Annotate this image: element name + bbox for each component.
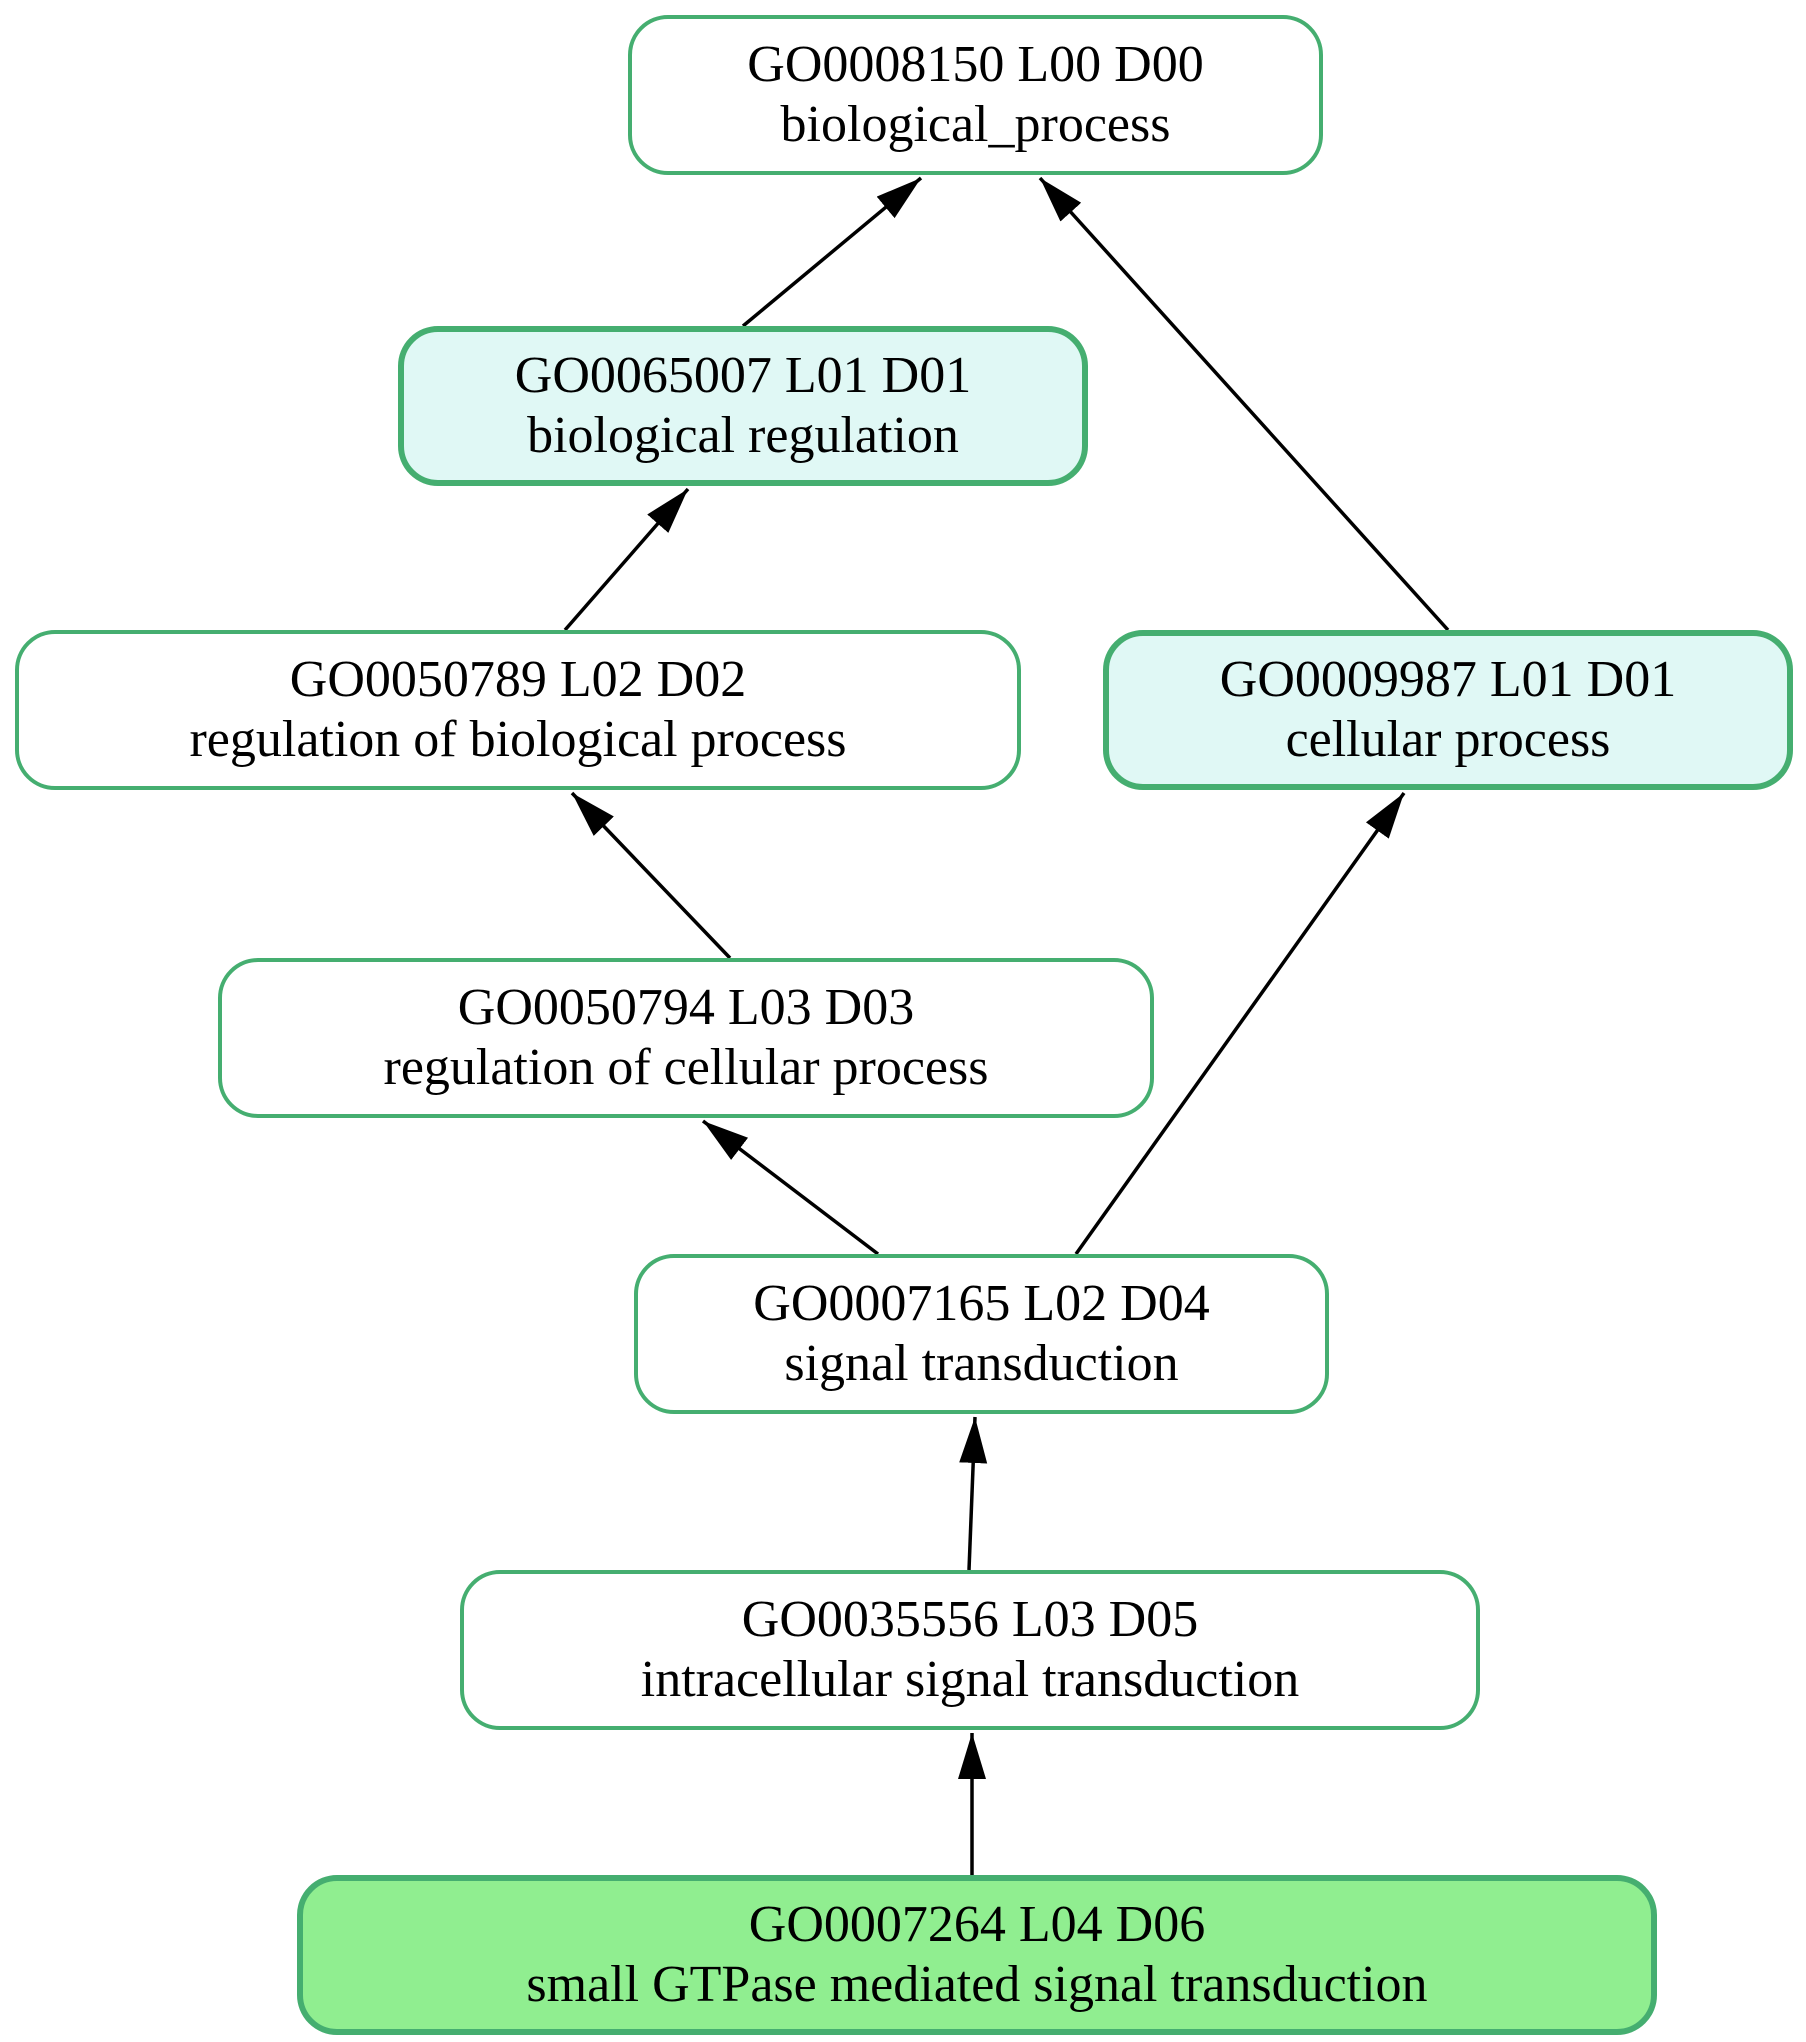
node-code-label: GO0008150 L00 D00: [747, 35, 1204, 93]
edge-GO0035556-to-GO0007165: [959, 1416, 988, 1571]
node-term-label: biological_process: [780, 96, 1171, 153]
edge-GO0007165-to-GO0050794: [701, 1119, 880, 1256]
node-term-label: regulation of cellular process: [383, 1039, 989, 1096]
edge-GO0009987-to-GO0008150: [1038, 176, 1450, 632]
edge-GO0050789-to-GO0065007: [563, 487, 690, 632]
node-code-label: GO0007165 L02 D04: [753, 1274, 1210, 1332]
node-code-label: GO0007264 L04 D06: [748, 1895, 1206, 1953]
edge-GO0050794-to-GO0050789: [570, 791, 732, 960]
node-term-label: cellular process: [1285, 711, 1611, 768]
node-term-label: intracellular signal transduction: [640, 1651, 1300, 1708]
node-code-label: GO0009987 L01 D01: [1219, 650, 1677, 708]
node-code-label: GO0035556 L03 D05: [741, 1590, 1199, 1648]
edge-GO0065007-to-GO0008150: [741, 176, 923, 328]
node-term-label: regulation of biological process: [189, 711, 847, 768]
node-code-label: GO0065007 L01 D01: [514, 346, 972, 404]
node-term-label: small GTPase mediated signal transductio…: [526, 1956, 1428, 2013]
node-term-label: biological regulation: [527, 407, 959, 464]
node-code-label: GO0050789 L02 D02: [289, 650, 747, 708]
node-code-label: GO0050794 L03 D03: [457, 978, 915, 1036]
node-term-label: signal transduction: [784, 1335, 1179, 1392]
